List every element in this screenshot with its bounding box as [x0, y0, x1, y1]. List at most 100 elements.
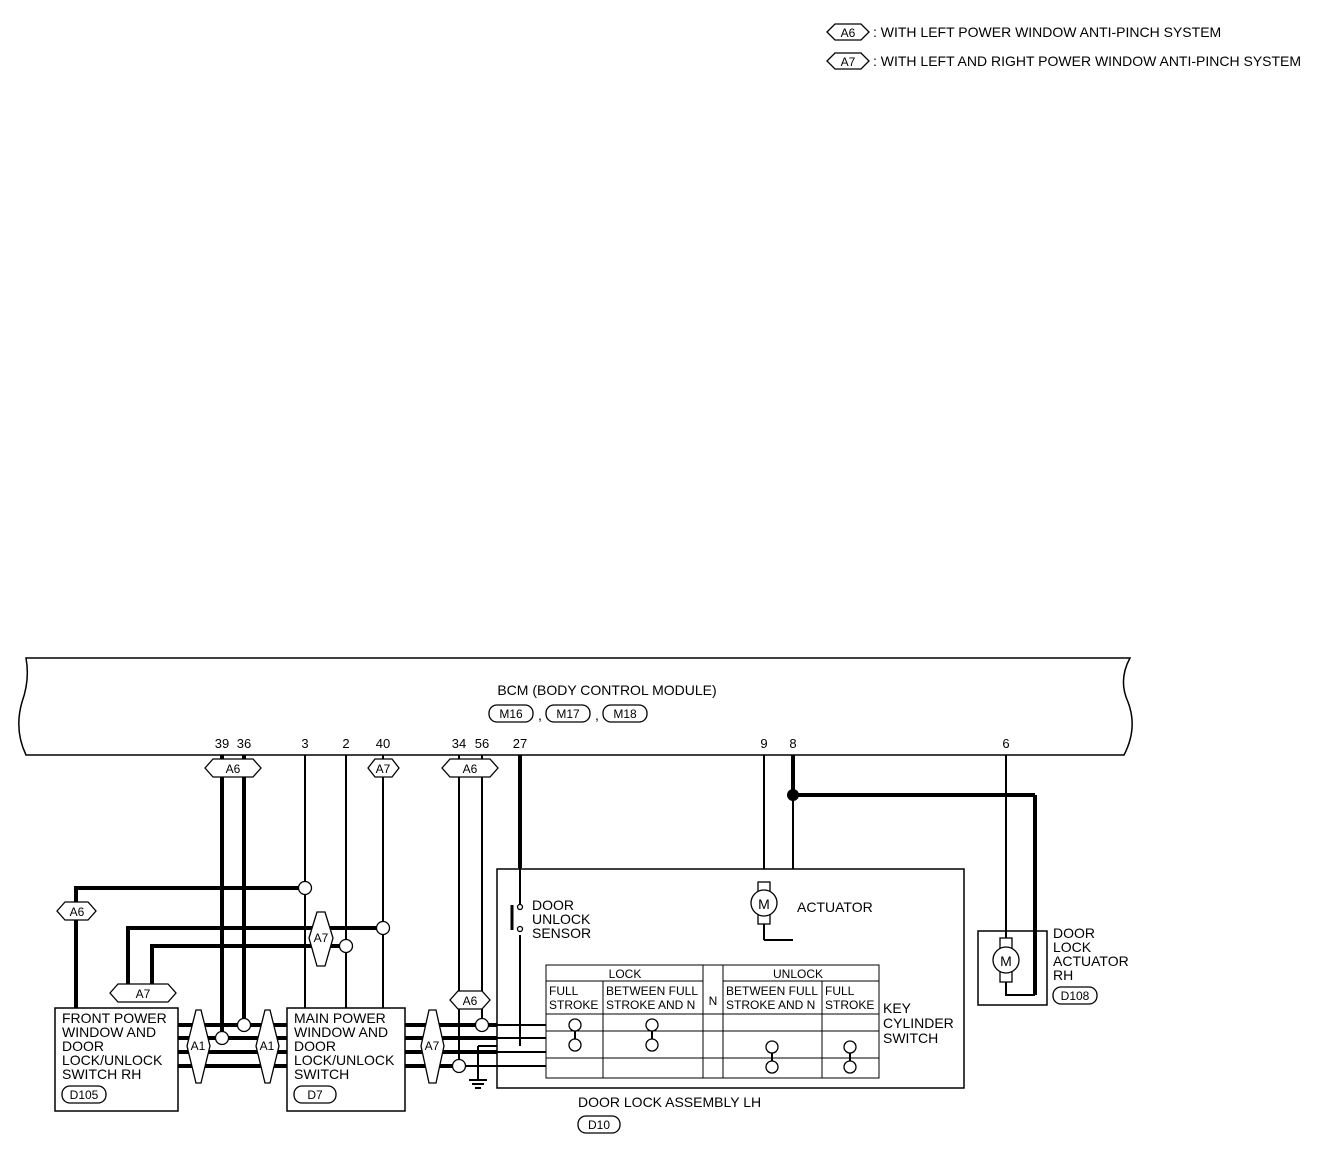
pin-34: 34 [452, 736, 466, 751]
svg-text:KEY: KEY [883, 1000, 912, 1016]
svg-text:DOOR: DOOR [1053, 925, 1095, 941]
junction [375, 920, 391, 936]
wire-3-front [74, 886, 305, 1008]
connector-d105: D105 [61, 1085, 107, 1104]
svg-text:FULL: FULL [825, 984, 855, 998]
svg-text:M: M [758, 896, 770, 912]
svg-text:STROKE AND N: STROKE AND N [726, 998, 815, 1012]
assembly-title: DOOR LOCK ASSEMBLY LH [578, 1094, 761, 1110]
svg-text:DOOR: DOOR [294, 1038, 336, 1054]
svg-text:FULL: FULL [549, 984, 579, 998]
legend-code-a6: A6 [841, 26, 856, 40]
svg-text:M16: M16 [499, 707, 523, 721]
door-unlock-sensor: DOOR UNLOCK SENSOR [510, 897, 591, 941]
option-tag-a7: A7 [367, 758, 400, 778]
svg-text:SWITCH RH: SWITCH RH [62, 1066, 141, 1082]
contact-unlock-between [765, 1040, 779, 1074]
door-lock-actuator-rh: M DOOR LOCK ACTUATOR RH D108 [977, 925, 1129, 1006]
svg-text:A7: A7 [314, 931, 329, 945]
junction [214, 1030, 230, 1046]
option-tag-a7: A7 [308, 911, 334, 967]
svg-text:MAIN POWER: MAIN POWER [294, 1010, 386, 1026]
svg-text:D10: D10 [588, 1118, 610, 1132]
legend-code-a7: A7 [841, 55, 856, 69]
connector-tag-a1: A1 [255, 1009, 280, 1084]
bcm-connector-m18: M18 [602, 704, 648, 723]
svg-text:D7: D7 [307, 1088, 323, 1102]
legend-item-a7: A7 : WITH LEFT AND RIGHT POWER WINDOW AN… [826, 52, 1301, 70]
svg-text:A1: A1 [260, 1039, 275, 1053]
wire-40-front [126, 926, 383, 986]
svg-text:A7: A7 [136, 987, 151, 1001]
option-tag-a7: A7 [420, 1009, 445, 1084]
svg-text:A6: A6 [70, 905, 85, 919]
svg-text:M18: M18 [613, 707, 637, 721]
junction [338, 938, 354, 954]
svg-text:SWITCH: SWITCH [883, 1030, 938, 1046]
svg-text:STROKE: STROKE [549, 998, 598, 1012]
option-tag-a7 [826, 52, 870, 70]
bcm-connector-separator: , [538, 707, 542, 723]
svg-text:D108: D108 [1061, 989, 1090, 1003]
pin-39: 39 [215, 736, 229, 751]
svg-text:WINDOW AND: WINDOW AND [294, 1024, 388, 1040]
option-tag-a6: A6 [56, 901, 97, 921]
pin-40: 40 [376, 736, 390, 751]
header-neutral: N [709, 994, 718, 1008]
option-tag-a7: A7 [109, 983, 177, 1003]
pin-2: 2 [342, 736, 349, 751]
pin-56: 56 [475, 736, 489, 751]
connector-d7: D7 [293, 1085, 337, 1104]
svg-text:M17: M17 [556, 707, 580, 721]
bcm-connector-separator: , [595, 707, 599, 723]
bcm-module: BCM (BODY CONTROL MODULE) M16 , M17 , M1… [18, 657, 1133, 756]
header-lock: LOCK [609, 967, 642, 981]
motor-icon [750, 889, 778, 917]
svg-text:LOCK/UNLOCK: LOCK/UNLOCK [294, 1052, 395, 1068]
svg-text:M: M [1000, 953, 1012, 969]
pin-27: 27 [513, 736, 527, 751]
svg-text:DOOR: DOOR [62, 1038, 104, 1054]
bcm-connector-m17: M17 [545, 704, 591, 723]
legend-text-a7: : WITH LEFT AND RIGHT POWER WINDOW ANTI-… [873, 53, 1301, 69]
legend-item-a6: A6 : WITH LEFT POWER WINDOW ANTI-PINCH S… [826, 23, 1221, 41]
bcm-title: BCM (BODY CONTROL MODULE) [497, 682, 716, 698]
motor-icon [992, 946, 1020, 974]
splice-dot [787, 789, 799, 801]
pin-6: 6 [1002, 736, 1009, 751]
svg-text:BETWEEN FULL: BETWEEN FULL [606, 984, 698, 998]
svg-text:WINDOW AND: WINDOW AND [62, 1024, 156, 1040]
pin-3: 3 [301, 736, 308, 751]
option-tags: A6 A7 A6 A6 A7 A7 A6 A1 [56, 758, 499, 1084]
connector-d108: D108 [1052, 986, 1098, 1005]
svg-text:UNLOCK: UNLOCK [532, 911, 591, 927]
door-lock-assembly-lh: DOOR UNLOCK SENSOR M ACTUATOR LOCK [496, 868, 965, 1134]
lock-actuator: M ACTUATOR [750, 881, 873, 941]
svg-text:BETWEEN FULL: BETWEEN FULL [726, 984, 818, 998]
svg-text:STROKE: STROKE [825, 998, 874, 1012]
option-tag-a6: A6 [449, 990, 491, 1010]
pin-9: 9 [760, 736, 767, 751]
svg-text:SENSOR: SENSOR [532, 925, 591, 941]
main-power-window-switch: MAIN POWER WINDOW AND DOOR LOCK/UNLOCK S… [286, 1007, 406, 1112]
svg-text:DOOR: DOOR [532, 897, 574, 913]
junction [474, 1017, 490, 1033]
svg-text:A1: A1 [191, 1039, 206, 1053]
option-tag-a6 [826, 23, 870, 41]
junction [236, 1017, 252, 1033]
legend-text-a6: : WITH LEFT POWER WINDOW ANTI-PINCH SYST… [873, 24, 1221, 40]
legend: A6 : WITH LEFT POWER WINDOW ANTI-PINCH S… [826, 23, 1301, 70]
svg-text:STROKE AND N: STROKE AND N [606, 998, 695, 1012]
key-cylinder-switch-table: LOCK UNLOCK N FULL STROKE BETWEEN FULL S… [545, 964, 954, 1079]
svg-text:ACTUATOR: ACTUATOR [1053, 953, 1129, 969]
svg-text:A6: A6 [463, 994, 478, 1008]
svg-text:RH: RH [1053, 967, 1073, 983]
svg-text:LOCK/UNLOCK: LOCK/UNLOCK [62, 1052, 163, 1068]
svg-text:A6: A6 [226, 762, 241, 776]
contact-lock-full [568, 1018, 582, 1052]
junctions [214, 789, 799, 1074]
contact-unlock-full [843, 1040, 857, 1074]
svg-text:ACTUATOR: ACTUATOR [797, 899, 873, 915]
wire-2-front [150, 944, 346, 986]
pin-8: 8 [789, 736, 796, 751]
